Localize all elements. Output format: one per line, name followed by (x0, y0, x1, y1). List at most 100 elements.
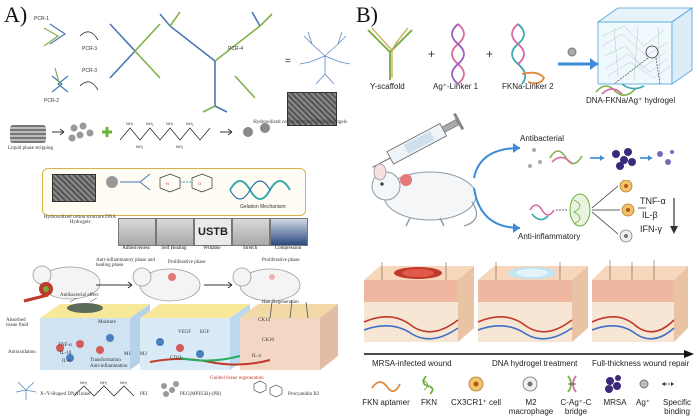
timeline-arrow (364, 350, 694, 358)
svg-text:NH₂: NH₂ (166, 121, 174, 126)
label-fkna-linker: FKNa-Linker 2 (502, 82, 554, 91)
svg-text:=: = (285, 56, 291, 67)
hydrogel-block-label: Hydroxolized cotton structure DNA Hydrog… (253, 120, 347, 125)
panel-a-legend-peg: PEG(MPEGB)-(PB) (180, 392, 222, 397)
svg-text:NH₂: NH₂ (136, 144, 144, 149)
branch-antibacterial: Antibacterial (520, 134, 565, 143)
stage-treatment: DNA hydrogel treatment (492, 359, 578, 368)
test-photo-writable: USTB (194, 218, 232, 246)
marker-m2: M2 (140, 352, 147, 357)
test-photo-adhesiveness (118, 218, 156, 246)
reactants-row: NH₂ NH₂ NH₂ NH₂ NH₂ NH₂ (52, 121, 270, 149)
label-ag-linker: Ag⁺-Linker 1 (433, 82, 479, 91)
label-hydrogel: DNA-FKNa/Ag⁺ hydrogel (586, 96, 676, 105)
phase-label-3: Proliferative phase (262, 258, 300, 263)
cotton-sheets (10, 125, 46, 143)
panel-a-legend-icons: NH₂ NH₂ NH₂ (15, 380, 283, 400)
test-label-stretch: Stretch (242, 246, 258, 251)
svg-text:NH₂: NH₂ (126, 121, 134, 126)
marker-il1b: IL-1β (60, 351, 72, 356)
legend-bridge: C-Ag⁺-C bridge (560, 398, 592, 416)
legend-binding: Specific binding (662, 398, 691, 416)
hydrogel-sample (52, 174, 96, 202)
inner-label-antioxidation: Antioxidation (8, 350, 36, 355)
antibacterial-mechanism (528, 148, 674, 170)
svg-text:NH₂: NH₂ (80, 380, 88, 385)
liquid-phase-label: Liquid phase stripping (8, 146, 53, 151)
inner-label-guided: Guided tissue regeneration (210, 376, 264, 381)
anti-inflammatory-mechanism (529, 180, 646, 243)
legend-m2: M2 macrophage (508, 398, 554, 416)
cytokine-tnf: TNF-α (640, 196, 666, 206)
test-photo-self-healing (156, 218, 194, 246)
marker-m1: M1 (124, 352, 131, 357)
legend-fkn: FKN (421, 398, 437, 407)
panel-b-branch-arrows (473, 143, 521, 233)
plus-1: + (428, 47, 435, 61)
svg-text:NH₂: NH₂ (100, 380, 108, 385)
stage-mrsa: MRSA-infected wound (372, 359, 452, 368)
marker-cd31: CD31 (170, 356, 182, 361)
gelation-mechanism: N O Gelation Mechanism (106, 173, 291, 210)
marker-tnf: TNF-α (58, 343, 72, 348)
panel-a-pcr-diagram: PCR-1 PCR-2 PCR-3 PCR-3 PCR-4 = (34, 11, 350, 113)
marker-il6: IL-6 (62, 359, 71, 364)
svg-text:O: O (198, 181, 201, 186)
phase-label-1: Anti-inflammatory phase and healing phas… (96, 258, 155, 268)
marker-ck10: CK10 (262, 338, 274, 343)
hydrogel-zoom-inset (595, 83, 645, 96)
panel-b-label: B) (356, 2, 378, 27)
svg-text:NH₂: NH₂ (176, 144, 184, 149)
svg-text:PCR-3: PCR-3 (82, 68, 97, 74)
test-photo-stretch (232, 218, 270, 246)
branch-anti-inflammatory: Anti-inflammatory (518, 232, 581, 241)
test-label-adhesiveness: Adhesiveness (122, 246, 150, 251)
inner-label-transformation: Transformation (90, 358, 121, 363)
panel-a-legend-procyanidin: Procyanidin B2 (288, 392, 320, 397)
svg-text:PCR-4: PCR-4 (228, 46, 243, 52)
cytokine-down-arrow (670, 198, 678, 234)
svg-text:NH₂: NH₂ (120, 380, 128, 385)
phase-label-2: Proliferative phase (168, 260, 206, 265)
marker-egf: EGF (200, 330, 210, 335)
marker-ck14: CK14 (258, 318, 270, 323)
cytokine-ifn: IFN-γ (640, 224, 662, 234)
marker-vegf: VEGF (178, 330, 192, 335)
antibacterial-effect-label: Antibacterial effect (60, 293, 99, 298)
test-label-writable: Writable (203, 246, 221, 251)
svg-text:N: N (166, 181, 169, 186)
marker-il4: IL-4 (252, 354, 261, 359)
legend-ag: Ag⁺ (635, 398, 650, 407)
label-y-scaffold: Y-scaffold (370, 82, 405, 91)
tissue-blocks (40, 298, 338, 370)
skin-sections (363, 260, 688, 342)
panel-a-label: A) (4, 2, 28, 27)
hydrogel-block (287, 92, 337, 126)
legend-cx3cr1: CX3CR1⁺ cell (450, 398, 501, 407)
svg-text:PCR-1: PCR-1 (34, 16, 49, 22)
panel-a-mice (23, 265, 301, 303)
legend-mrsa: MRSA (603, 398, 627, 407)
inner-label-moisture: Moisture (98, 320, 117, 325)
test-label-compression: Compression (274, 246, 302, 251)
gelation-label: Gelation Mechanism (240, 204, 286, 210)
svg-text:NH₂: NH₂ (186, 121, 194, 126)
svg-text:PCR-2: PCR-2 (44, 98, 59, 104)
test-photo-compression (270, 218, 308, 246)
cytokine-il: IL-β (642, 210, 658, 220)
test-label-self-healing: Self Healing (161, 246, 187, 251)
legend-fkn-aptamer: FKN aptamer (362, 398, 410, 407)
inner-label-anti-inflammation: Anti-inflammation (90, 364, 128, 369)
dna-hydrogel-cube (596, 7, 694, 85)
svg-text:PCR-3: PCR-3 (82, 46, 97, 52)
svg-text:NH₂: NH₂ (146, 121, 154, 126)
inner-label-hair: Hair Regeneration (262, 300, 299, 305)
panel-b-legend-icons (371, 375, 674, 395)
panel-b-components: + + (367, 23, 598, 85)
hydrogel-box-label: Hydroxolized cotton structure DNA Hydrog… (43, 215, 117, 225)
panel-b-mouse (371, 112, 478, 227)
inner-label-absorbed: Absorbed tissue fluid (6, 318, 29, 328)
panel-a-legend-pei: PEI (140, 392, 148, 397)
plus-2: + (486, 47, 493, 61)
stage-repair: Full-thickness wound repair (592, 359, 690, 368)
